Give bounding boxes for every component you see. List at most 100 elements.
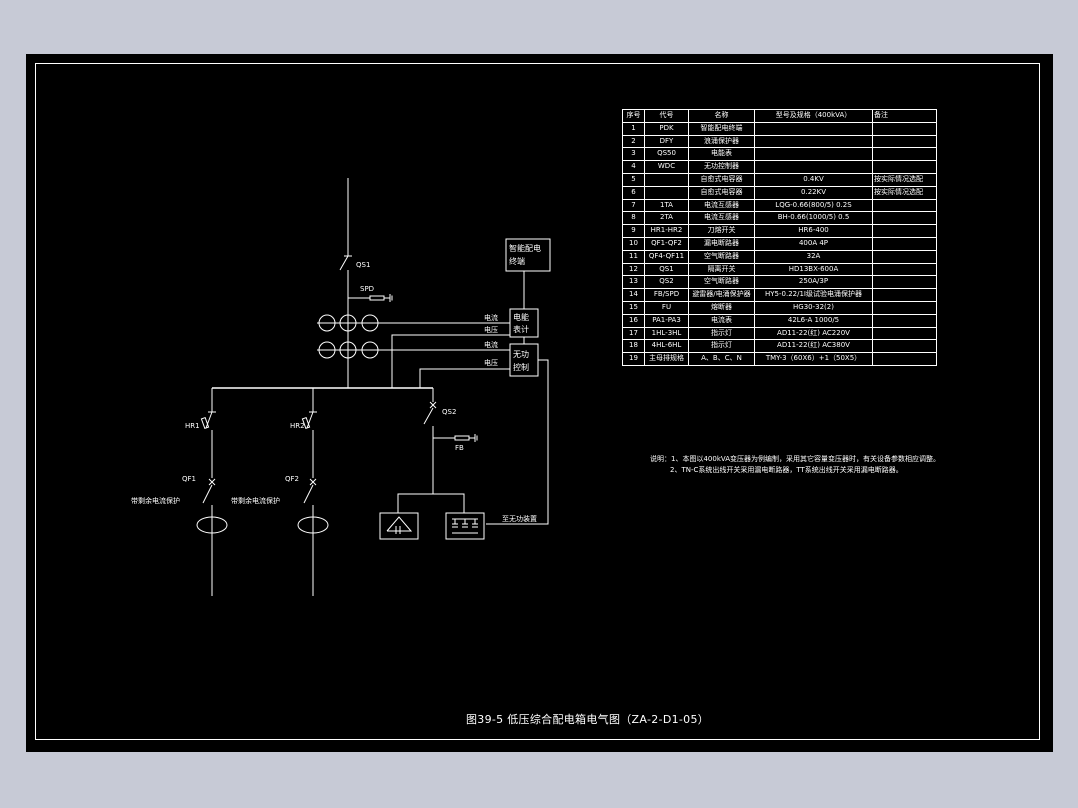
capacitor-delta (386, 516, 413, 532)
table-cell (872, 224, 937, 238)
table-cell: 隔离开关 (688, 262, 755, 277)
table-cell: TMY-3（60X6）+1（50X5） (754, 352, 873, 366)
table-cell: LQG-0.66(800/5) 0.2S (754, 198, 873, 213)
table-cell: 电流互感器 (688, 211, 755, 226)
table-cell (872, 160, 937, 174)
spd-symbol (369, 295, 385, 301)
table-cell: 3 (622, 147, 645, 162)
capacitor-box-1 (379, 512, 419, 540)
label-voltage-1: 电压 (484, 325, 498, 334)
table-cell: 12 (622, 262, 645, 277)
label-rcd1: 带剩余电流保护 (131, 496, 180, 505)
table-header-cell: 名称 (688, 109, 755, 123)
feeder1-zct (196, 516, 228, 534)
label-qf1: QF1 (182, 475, 196, 483)
label-fb: FB (455, 444, 464, 452)
table-cell (872, 339, 937, 354)
table-cell: 1HL-3HL (644, 326, 689, 341)
drawing-caption: 图39-5 低压综合配电箱电气图（ZA-2-D1-05） (466, 713, 710, 726)
table-cell: HY5-0.22/1I级试验电涌保护器 (754, 288, 873, 302)
terminal-box (505, 238, 551, 272)
table-cell (754, 134, 873, 149)
table-cell: 2TA (644, 211, 689, 226)
reactive-output-wire (486, 359, 549, 525)
table-header-cell: 序号 (622, 109, 645, 123)
table-cell (872, 211, 937, 226)
table-cell: 18 (622, 339, 645, 354)
drawing-frame (35, 63, 1040, 740)
table-cell: 4 (622, 160, 645, 174)
table-cell (754, 147, 873, 162)
table-cell: 电流表 (688, 313, 755, 328)
table-cell: 0.22KV (754, 185, 873, 200)
table-cell: 熔断器 (688, 300, 755, 315)
label-rcd2: 带剩余电流保护 (231, 496, 280, 505)
table-cell (872, 313, 937, 328)
table-cell: A、B、C、N (688, 352, 755, 366)
table-cell: PDK (644, 121, 689, 136)
table-cell: 刀熔开关 (688, 224, 755, 238)
table-cell: 14 (622, 288, 645, 302)
qs2-blade (423, 407, 434, 425)
table-cell: FU (644, 300, 689, 315)
table-cell (872, 262, 937, 277)
table-cell: 指示灯 (688, 326, 755, 341)
table-header-row: 序号代号名称型号及规格（400kVA）备注 (622, 109, 937, 123)
table-cell: 主母排规格 (644, 352, 689, 366)
table-cell: 2 (622, 134, 645, 149)
table-header-cell: 型号及规格（400kVA） (754, 109, 873, 123)
table-cell (872, 288, 937, 302)
table-cell: 电流互感器 (688, 198, 755, 213)
table-cell: QF1-QF2 (644, 236, 689, 251)
table-cell: QS50 (644, 147, 689, 162)
qs1-switch-blade (339, 255, 349, 271)
table-cell: 8 (622, 211, 645, 226)
table-cell: 空气断路器 (688, 249, 755, 264)
label-qf2: QF2 (285, 475, 299, 483)
table-cell: 400A 4P (754, 236, 873, 251)
label-hr1: HR1 (185, 422, 200, 430)
table-cell: 6 (622, 185, 645, 200)
table-cell: AD11-22(红) AC380V (754, 339, 873, 354)
table-cell: QF4-QF11 (644, 249, 689, 264)
table-cell: 指示灯 (688, 339, 755, 354)
table-cell (872, 121, 937, 136)
table-cell: DFY (644, 134, 689, 149)
note-line-1: 说明：1、本图以400kVA变压器为例编制，采用其它容量变压器时，有关设备参数相… (650, 455, 940, 463)
table-cell: 5 (622, 172, 645, 187)
table-cell: 0.4KV (754, 172, 873, 187)
table-cell: 10 (622, 236, 645, 251)
table-cell: HR1-HR2 (644, 224, 689, 238)
table-cell: HG30-32(2) (754, 300, 873, 315)
table-cell (872, 352, 937, 366)
table-cell (872, 198, 937, 213)
table-cell (872, 134, 937, 149)
table-cell (644, 185, 689, 200)
qs2-x2 (429, 401, 437, 409)
table-cell: 智能配电终端 (688, 121, 755, 136)
feeder2-qf-x2 (309, 478, 317, 486)
capacitor-split (397, 493, 465, 513)
meter-label-1: 电能 (513, 312, 529, 322)
table-cell: 浪涌保护器 (688, 134, 755, 149)
table-cell: 按实际情况选配 (872, 185, 937, 200)
label-qs2: QS2 (442, 408, 456, 416)
table-cell (872, 275, 937, 290)
table-cell: FB/SPD (644, 288, 689, 302)
table-cell: 250A/3P (754, 275, 873, 290)
meter-label-2: 表计 (513, 324, 529, 334)
table-cell: 16 (622, 313, 645, 328)
feeder2-hr-blade (306, 411, 314, 429)
table-cell (872, 147, 937, 162)
table-cell: QS2 (644, 275, 689, 290)
table-cell: 1 (622, 121, 645, 136)
table-cell (872, 326, 937, 341)
